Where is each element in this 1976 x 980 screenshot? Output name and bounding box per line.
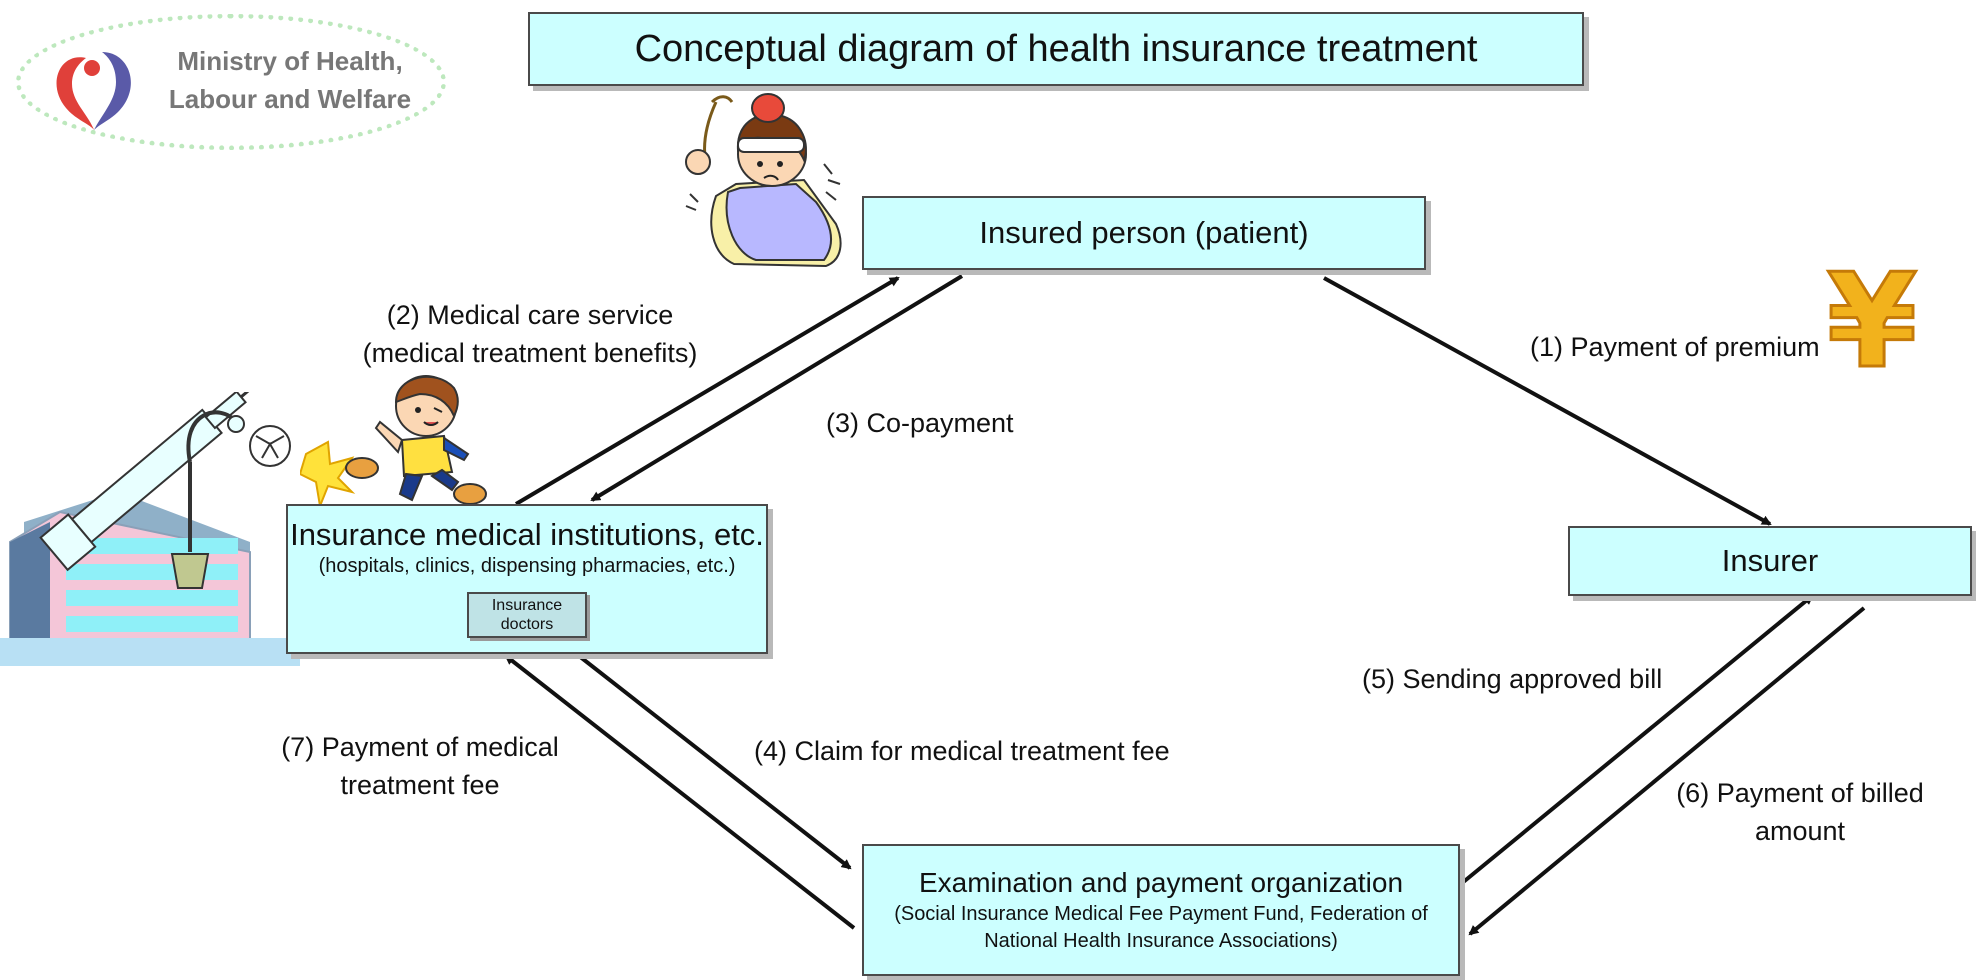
page-title-text: Conceptual diagram of health insurance t… — [634, 27, 1478, 70]
page-title: Conceptual diagram of health insurance t… — [528, 12, 1584, 86]
edge-label-4: (4) Claim for medical treatment fee — [754, 732, 1170, 770]
logo-ellipse — [16, 14, 446, 150]
sick-person-illustration — [685, 93, 842, 268]
arrow-4-claim — [572, 650, 852, 870]
edge-label-7-line2: treatment fee — [340, 770, 500, 800]
node-insurer: Insurer — [1568, 526, 1972, 596]
node-organization-sublabel-line1: (Social Insurance Medical Fee Payment Fu… — [894, 903, 1428, 926]
edge-label-6: (6) Payment of billed amount — [1660, 774, 1940, 850]
edge-label-2: (2) Medical care service (medical treatm… — [360, 296, 700, 372]
mhlw-logo-icon — [56, 52, 131, 130]
yen-icon: ¥ — [1825, 254, 1918, 378]
arrow-1-premium — [1323, 276, 1772, 526]
node-patient-label: Insured person (patient) — [979, 215, 1309, 251]
edge-label-7-line1: (7) Payment of medical — [281, 732, 559, 762]
arrow-3-co-payment — [590, 274, 964, 502]
edge-label-1-text: (1) Payment of premium — [1530, 332, 1820, 362]
node-institution: Insurance medical institutions, etc. (ho… — [286, 504, 768, 654]
edge-label-4-text: (4) Claim for medical treatment fee — [754, 736, 1170, 766]
edge-label-6-line2: amount — [1754, 816, 1846, 846]
logo-line1: Ministry of Health, — [177, 46, 403, 76]
arrow-7-payment-fee — [504, 654, 856, 930]
arrow-6-billed-amount — [1468, 606, 1866, 936]
edge-label-3-text: (3) Co-payment — [826, 408, 1014, 438]
node-patient: Insured person (patient) — [862, 196, 1426, 270]
logo-line2: Labour and Welfare — [168, 84, 412, 114]
insurance-doctors-box: Insurance doctors — [467, 592, 587, 639]
node-insurer-label: Insurer — [1721, 543, 1819, 579]
logo-text: Ministry of Health, Labour and Welfare — [150, 42, 430, 118]
edge-label-3: (3) Co-payment — [826, 404, 1014, 442]
hospital-illustration — [0, 392, 300, 666]
edge-label-1: (1) Payment of premium — [1530, 328, 1820, 366]
node-institution-sublabel: (hospitals, clinics, dispensing pharmaci… — [318, 555, 736, 578]
insurance-doctors-line2: doctors — [500, 616, 554, 634]
node-organization-sublabel-line2: National Health Insurance Associations) — [984, 930, 1338, 953]
svg-text:¥: ¥ — [1827, 254, 1917, 378]
edge-label-5: (5) Sending approved bill — [1362, 660, 1662, 698]
node-organization-label: Examination and payment organization — [918, 866, 1404, 898]
edge-label-2-line1: (2) Medical care service — [386, 300, 674, 330]
node-institution-label: Insurance medical institutions, etc. — [290, 517, 764, 552]
boy-illustration — [300, 440, 356, 510]
edge-label-7: (7) Payment of medical treatment fee — [270, 728, 570, 804]
edge-label-6-line1: (6) Payment of billed — [1676, 778, 1924, 808]
arrow-2-medical-care — [514, 276, 900, 506]
child-illustration — [345, 375, 487, 505]
arrow-5-approved-bill — [1454, 594, 1814, 890]
edge-label-2-line2: (medical treatment benefits) — [362, 338, 698, 368]
insurance-doctors-line1: Insurance — [491, 597, 563, 614]
edge-label-5-text: (5) Sending approved bill — [1362, 664, 1663, 694]
node-organization: Examination and payment organization (So… — [862, 844, 1460, 976]
